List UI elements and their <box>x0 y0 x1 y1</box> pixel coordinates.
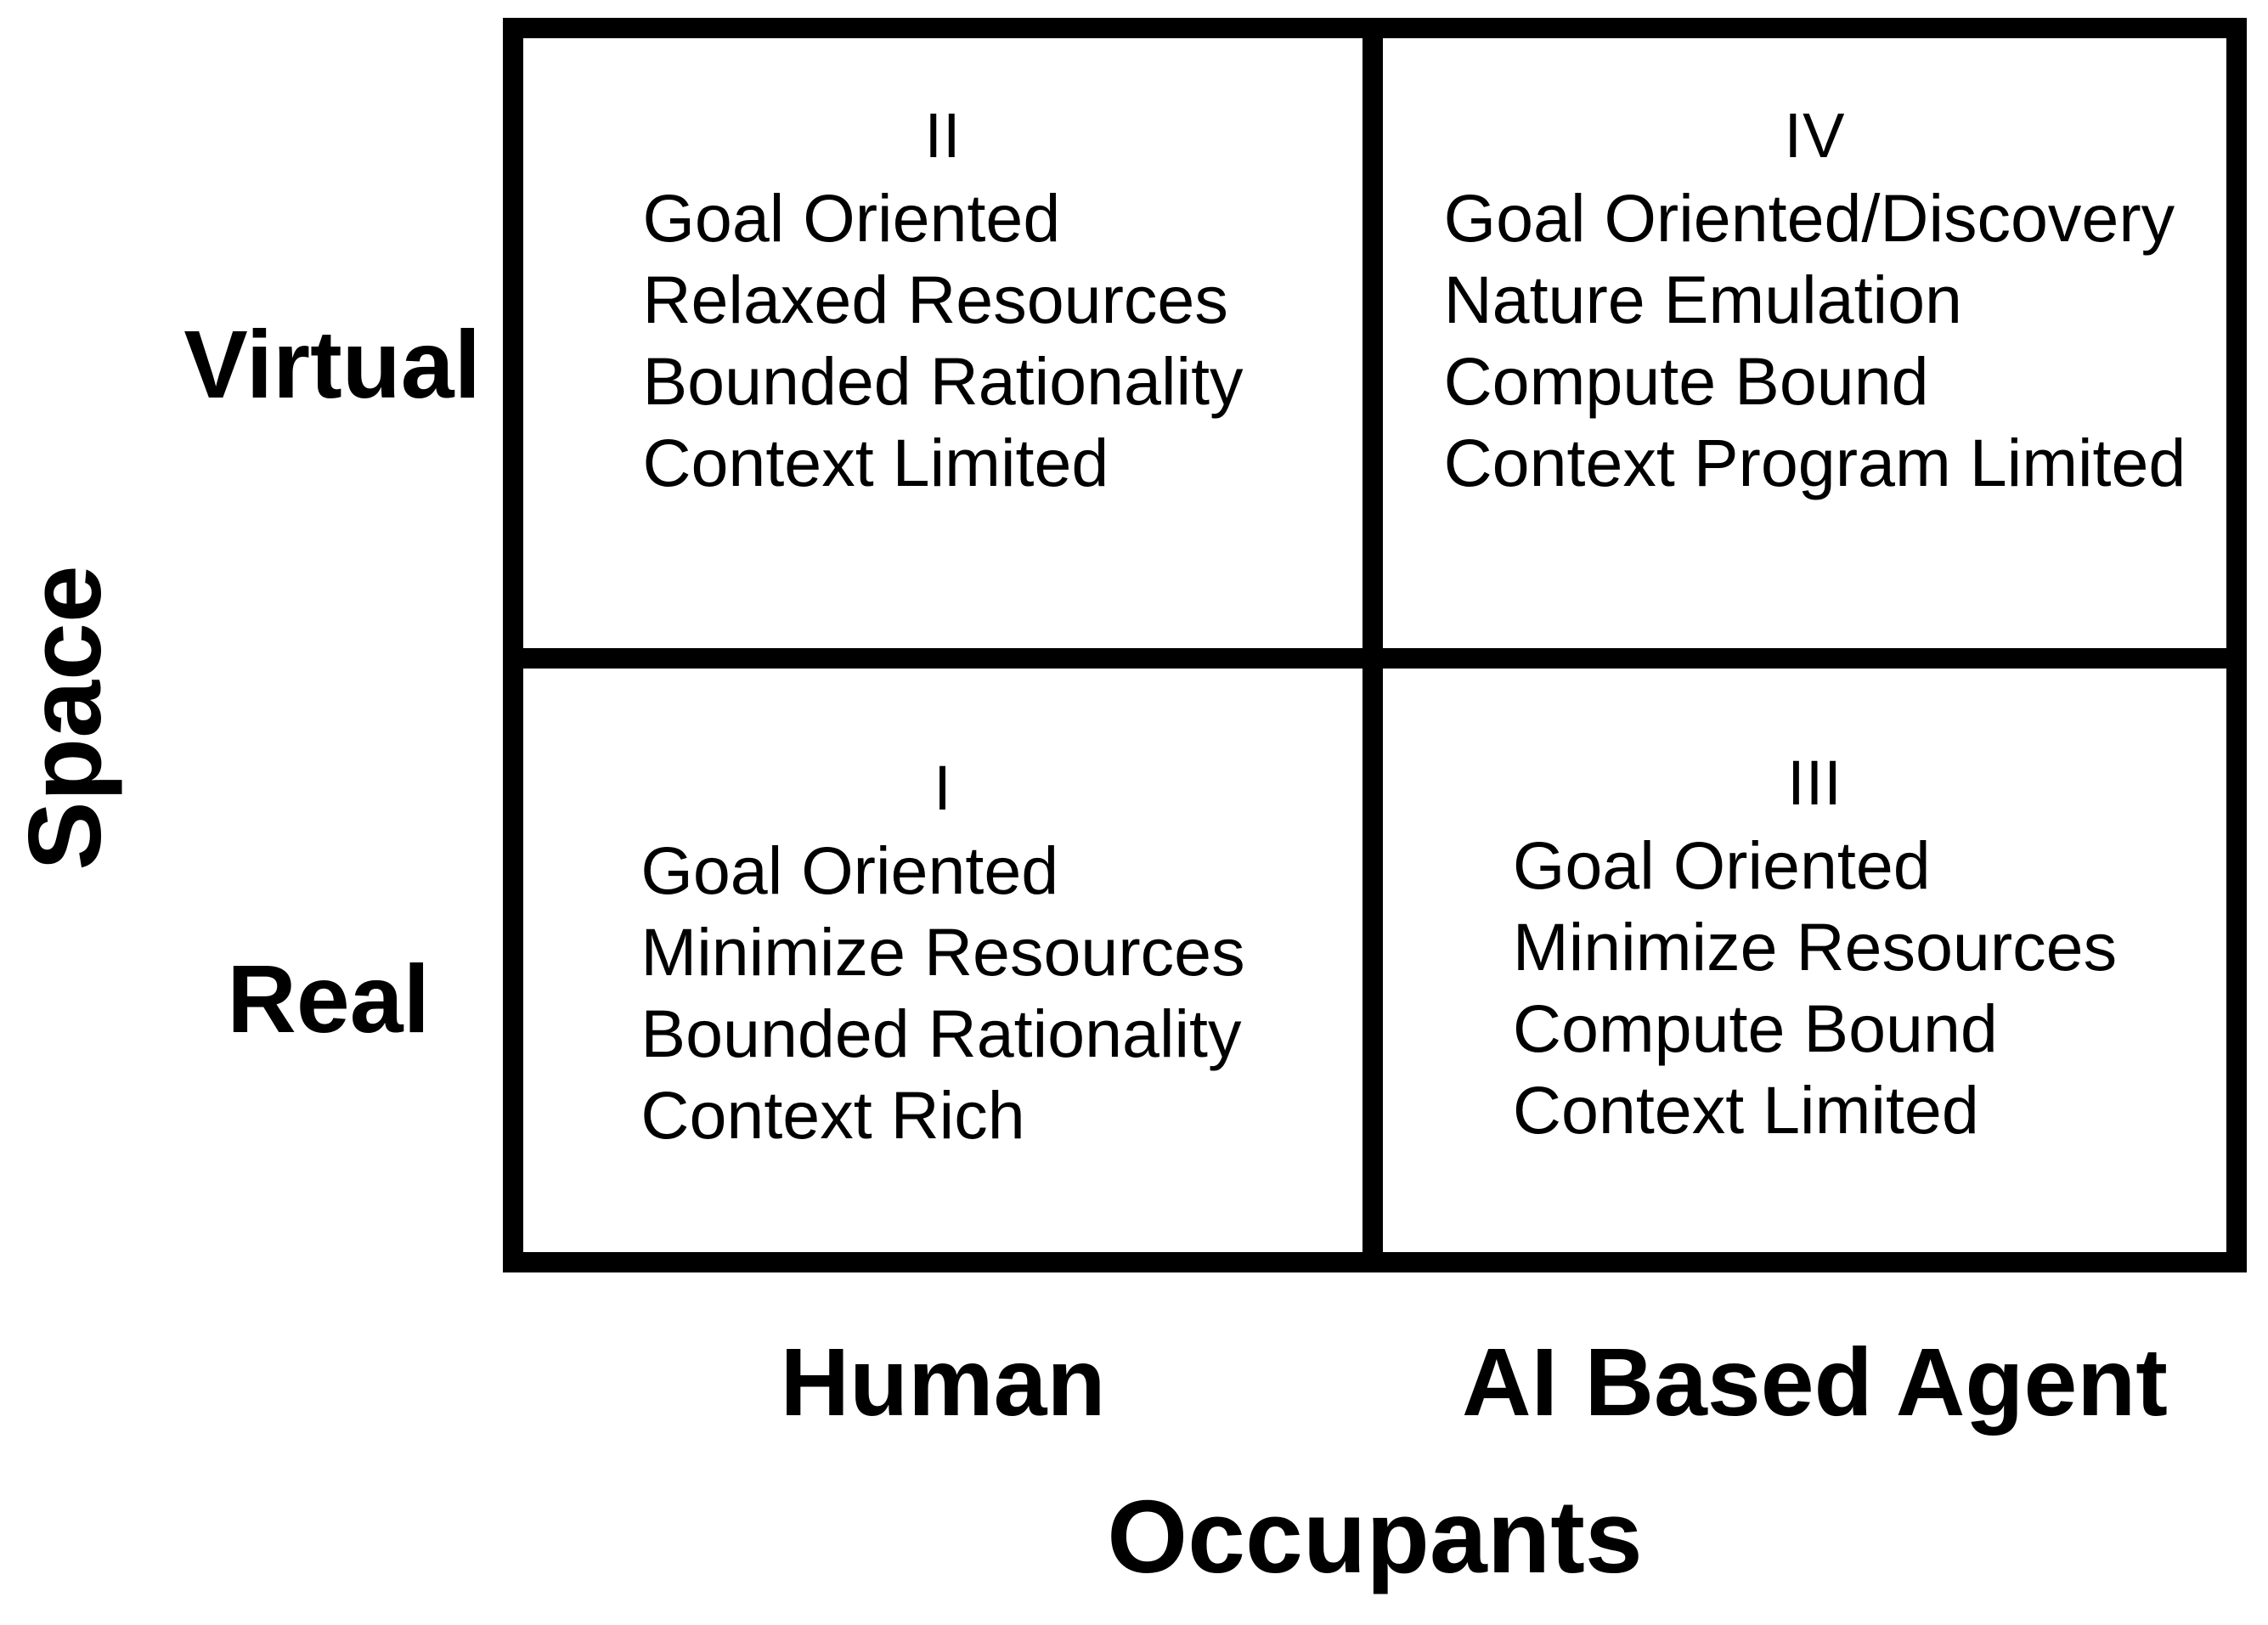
quadrant-ii[interactable]: II Goal Oriented Relaxed Resources Bound… <box>523 38 1362 648</box>
quadrant-i-attribute-2: Minimize Resources <box>640 914 1245 990</box>
matrix-vertical-divider <box>1362 18 1383 1272</box>
quadrant-iii[interactable]: III Goal Oriented Minimize Resources Com… <box>1383 669 2247 1272</box>
quadrant-iii-attribute-4: Context Limited <box>1512 1072 1979 1148</box>
quadrant-ii-attribute-4: Context Limited <box>642 425 1109 500</box>
quadrant-i-numeral: I <box>934 753 952 823</box>
quadrant-iv-attribute-1: Goal Oriented/Discovery <box>1443 180 2175 256</box>
quadrant-i[interactable]: I Goal Oriented Minimize Resources Bound… <box>523 669 1362 1272</box>
x-axis-tick-ai-based-agent: AI Based Agent <box>1462 1329 2168 1436</box>
y-axis-title: Space <box>7 565 122 871</box>
y-axis-tick-virtual: Virtual <box>183 311 481 418</box>
quadrant-iv-attribute-list: Goal Oriented/Discovery Nature Emulation… <box>1444 178 2186 504</box>
quadrant-iv-numeral: IV <box>1784 100 1846 171</box>
quadrant-iv-attribute-2: Nature Emulation <box>1443 262 1962 337</box>
quadrant-iv[interactable]: IV Goal Oriented/Discovery Nature Emulat… <box>1383 38 2247 648</box>
y-axis-tick-real: Real <box>227 945 430 1052</box>
quadrant-ii-attribute-list: Goal Oriented Relaxed Resources Bounded … <box>642 178 1243 504</box>
quadrant-iii-numeral: III <box>1787 748 1842 818</box>
quadrant-iv-attribute-3: Compute Bound <box>1443 343 1929 419</box>
quadrant-iv-attribute-4: Context Program Limited <box>1443 425 2186 500</box>
quadrant-iii-attribute-1: Goal Oriented <box>1512 827 1931 903</box>
quadrant-ii-attribute-1: Goal Oriented <box>642 180 1061 256</box>
quadrant-ii-attribute-3: Bounded Rationality <box>642 343 1244 419</box>
quadrant-i-attribute-list: Goal Oriented Minimize Resources Bounded… <box>640 830 1244 1156</box>
matrix-horizontal-divider <box>503 648 2247 669</box>
quadrant-iii-attribute-2: Minimize Resources <box>1512 909 2118 985</box>
quadrant-i-attribute-3: Bounded Rationality <box>640 996 1242 1071</box>
quadrant-i-attribute-4: Context Rich <box>640 1077 1025 1153</box>
quadrant-iii-attribute-list: Goal Oriented Minimize Resources Compute… <box>1513 825 2117 1151</box>
x-axis-title: Occupants <box>1107 1479 1643 1594</box>
quadrant-ii-attribute-2: Relaxed Resources <box>642 262 1228 337</box>
quadrant-iii-attribute-3: Compute Bound <box>1512 990 1998 1066</box>
quadrant-i-attribute-1: Goal Oriented <box>640 832 1059 908</box>
quadrant-ii-numeral: II <box>924 100 962 171</box>
x-axis-tick-human: Human <box>780 1329 1106 1436</box>
